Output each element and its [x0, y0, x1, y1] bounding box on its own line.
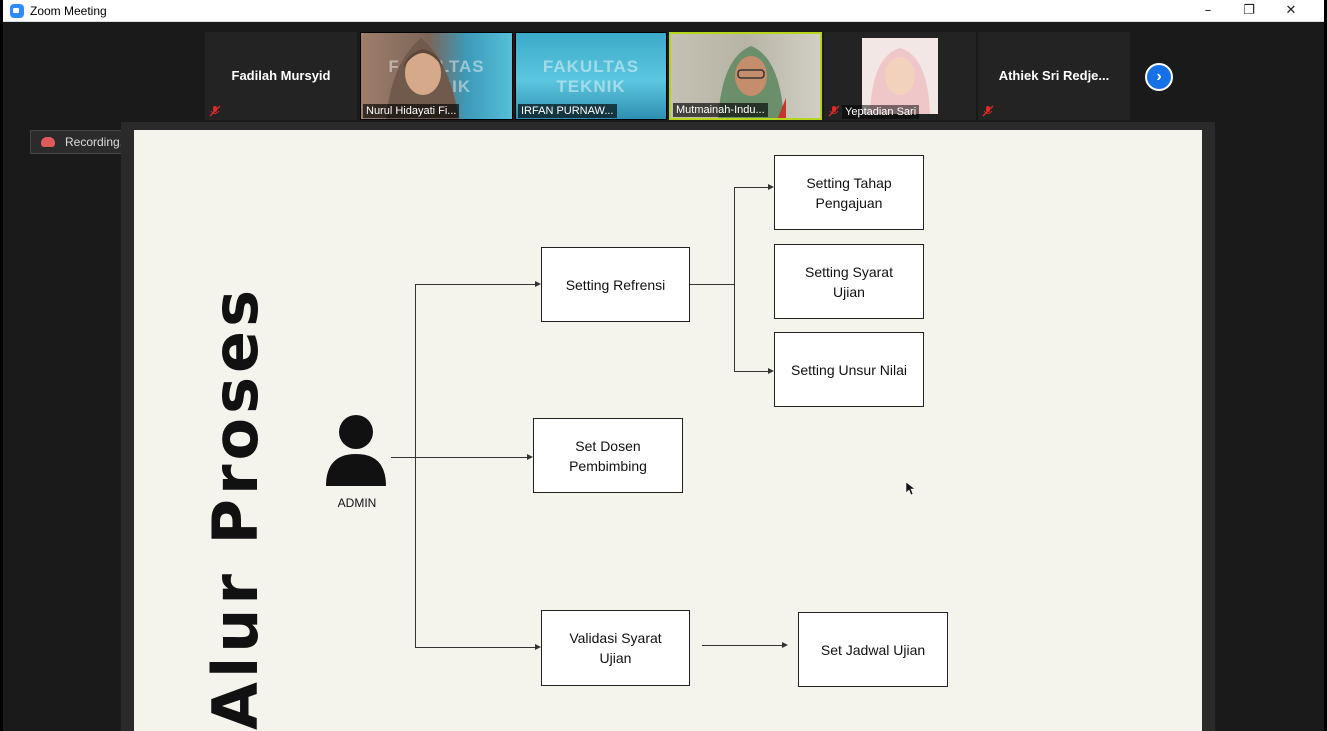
arrow-head — [535, 281, 541, 287]
next-page-button[interactable]: › — [1145, 63, 1173, 91]
zoom-logo-icon — [10, 4, 24, 18]
chevron-right-icon: › — [1156, 68, 1162, 85]
admin-user-icon — [326, 415, 386, 486]
connector-line — [734, 371, 768, 372]
box-line: Set Dosen — [575, 437, 641, 454]
participant-tile[interactable]: Fadilah Mursyid — [205, 32, 357, 120]
box-set-jadwal-ujian: Set Jadwal Ujian — [798, 612, 948, 687]
minimize-button[interactable]: – — [1204, 3, 1212, 18]
screen-share-area: Alur Proses ADMIN — [121, 122, 1215, 731]
box-line: Validasi Syarat — [569, 630, 662, 646]
box-line: Setting Tahap — [806, 174, 892, 191]
box-line: Set Jadwal Ujian — [820, 641, 926, 658]
participant-avatar — [386, 38, 459, 119]
box-line: Pembimbing — [569, 457, 647, 474]
arrow-head — [768, 184, 774, 190]
muted-mic-icon — [828, 105, 840, 117]
participant-name: Mutmainah-Indu... — [673, 103, 768, 117]
connector-line — [415, 284, 416, 647]
connector-line — [734, 187, 768, 188]
muted-mic-icon — [209, 105, 221, 117]
muted-mic-icon — [982, 105, 994, 117]
participant-tile[interactable]: Athiek Sri Redje... — [978, 32, 1130, 120]
participant-name: Fadilah Mursyid — [231, 68, 331, 83]
box-setting-unsur-nilai: Setting Unsur Nilai — [774, 332, 924, 407]
participant-name: Athiek Sri Redje... — [998, 68, 1110, 83]
participant-avatar — [718, 46, 786, 118]
box-line: Ujian — [599, 650, 632, 666]
box-setting-refrensi: Setting Refrensi — [541, 247, 690, 322]
title-bar: Zoom Meeting – ❐ ✕ — [3, 0, 1324, 22]
participant-photo — [862, 38, 938, 114]
mouse-cursor-icon — [906, 482, 916, 496]
presentation-slide: Alur Proses ADMIN — [134, 130, 1202, 731]
arrow-head — [782, 642, 788, 648]
arrow-head — [527, 454, 533, 460]
slide-title-text: Alur Proses — [199, 285, 272, 730]
restore-button[interactable]: ❐ — [1243, 3, 1255, 18]
connector-line — [734, 187, 735, 371]
box-line: Pengajuan — [815, 194, 883, 211]
box-line: Setting Refrensi — [565, 276, 666, 293]
box-line: Ujian — [833, 283, 865, 300]
connector-line — [702, 645, 782, 646]
arrow-head — [535, 644, 541, 650]
participant-tile[interactable]: Yeptadian Sari — [824, 32, 976, 120]
participant-video-active-speaker[interactable]: Mutmainah-Indu... — [669, 32, 822, 120]
cloud-record-icon — [41, 137, 55, 147]
participant-video[interactable]: FAKULTAS TEKNIK IRFAN PURNAW... — [515, 32, 667, 120]
connector-line — [415, 284, 536, 285]
participant-video[interactable]: FAKULTAS TEKNIK Nurul Hidayati Fi... — [360, 32, 513, 120]
connector-line — [690, 284, 734, 285]
virtual-background-text: FAKULTAS TEKNIK — [542, 57, 640, 96]
participant-gallery: Fadilah Mursyid FAKULTAS TEKNIK Nurul Hi… — [3, 22, 1324, 122]
arrow-head — [768, 368, 774, 374]
participant-name: Yeptadian Sari — [842, 105, 920, 119]
admin-label: ADMIN — [337, 496, 377, 510]
connector-line — [391, 457, 527, 458]
participant-name: Nurul Hidayati Fi... — [363, 104, 460, 118]
box-line: Setting Syarat — [805, 263, 893, 280]
connector-line — [415, 647, 536, 648]
box-line: Setting Unsur Nilai — [791, 361, 907, 378]
recording-label: Recording... — [65, 135, 130, 149]
window-title: Zoom Meeting — [30, 4, 107, 18]
participant-name: IRFAN PURNAW... — [518, 104, 617, 118]
close-button[interactable]: ✕ — [1285, 3, 1297, 18]
